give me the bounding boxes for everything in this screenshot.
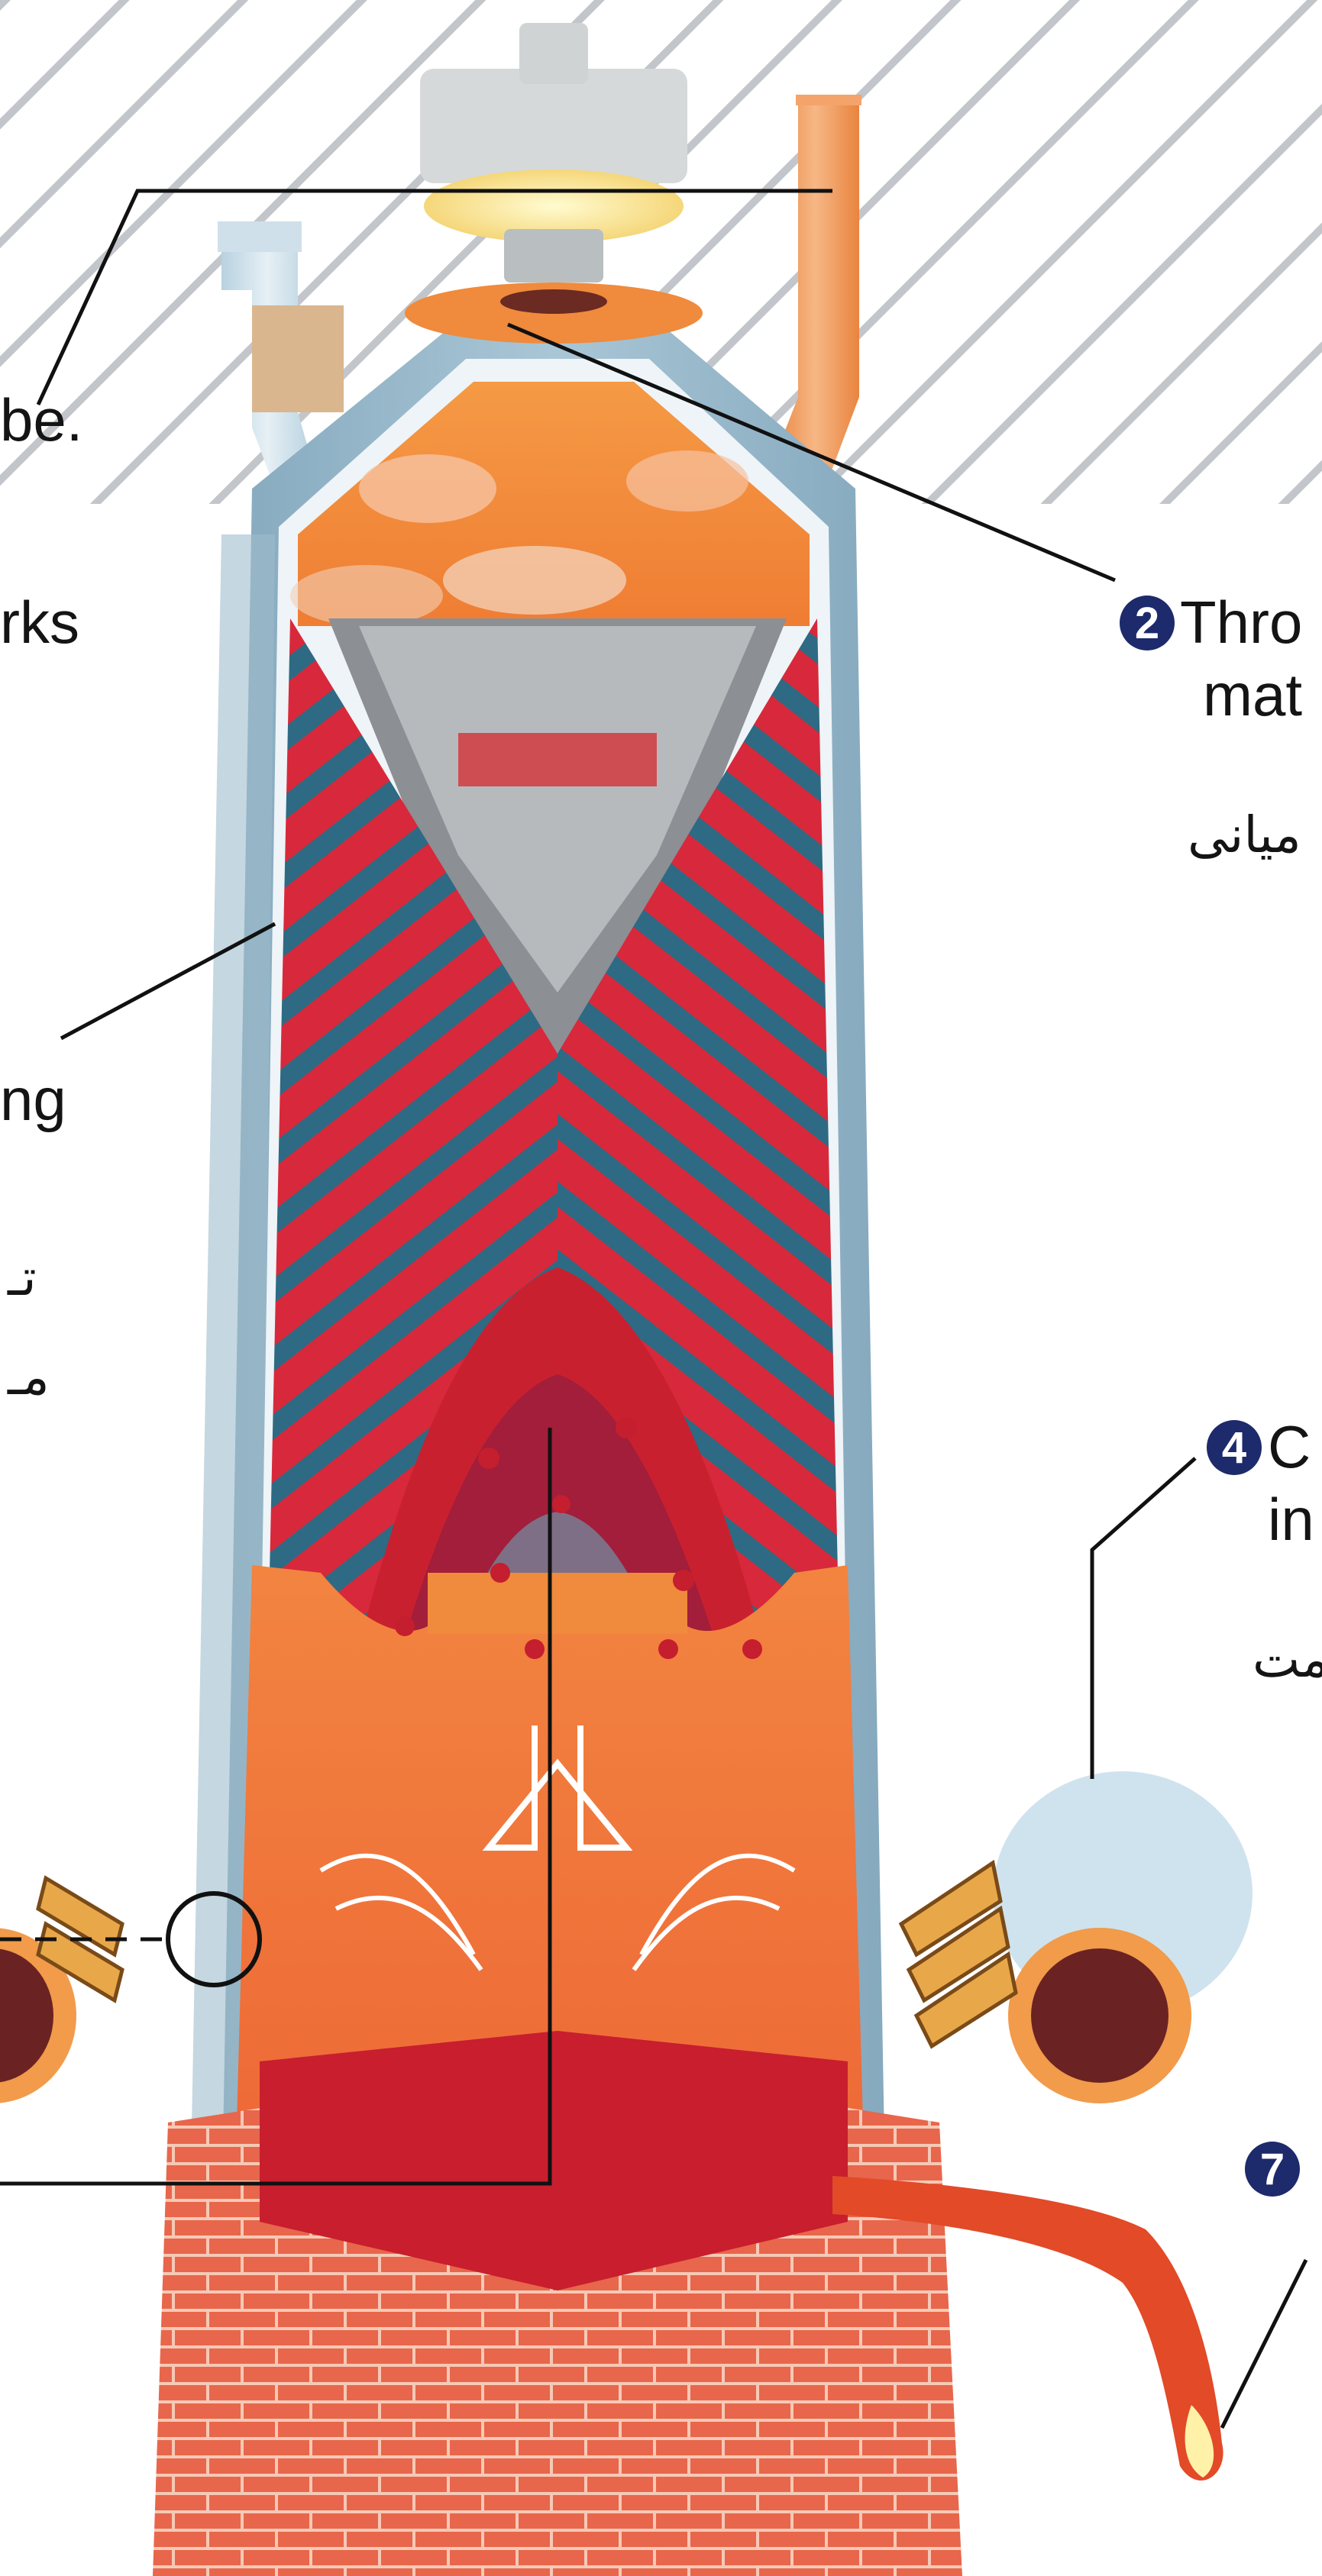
label-right-4-line-2: in <box>1268 1489 1314 1550</box>
label-right-2-line-2: mat <box>1203 664 1302 725</box>
label-right-2-fa: میانی <box>1188 809 1301 861</box>
label-right-4-fa: مت <box>1253 1634 1322 1686</box>
label-left-fa-2: مـ <box>8 1351 50 1403</box>
step-badge-7: 7 <box>1245 2142 1300 2197</box>
step-badge-2: 2 <box>1120 596 1175 650</box>
label-left-fa-1: تـ <box>8 1252 37 1304</box>
label-right-2-line-1: Thro <box>1180 592 1302 653</box>
label-right-4-line-1: C <box>1268 1416 1311 1477</box>
label-left-1: be. <box>0 389 82 450</box>
label-left-3: ng <box>0 1069 66 1130</box>
label-left-2: rks <box>0 592 79 653</box>
step-badge-4: 4 <box>1207 1420 1262 1475</box>
